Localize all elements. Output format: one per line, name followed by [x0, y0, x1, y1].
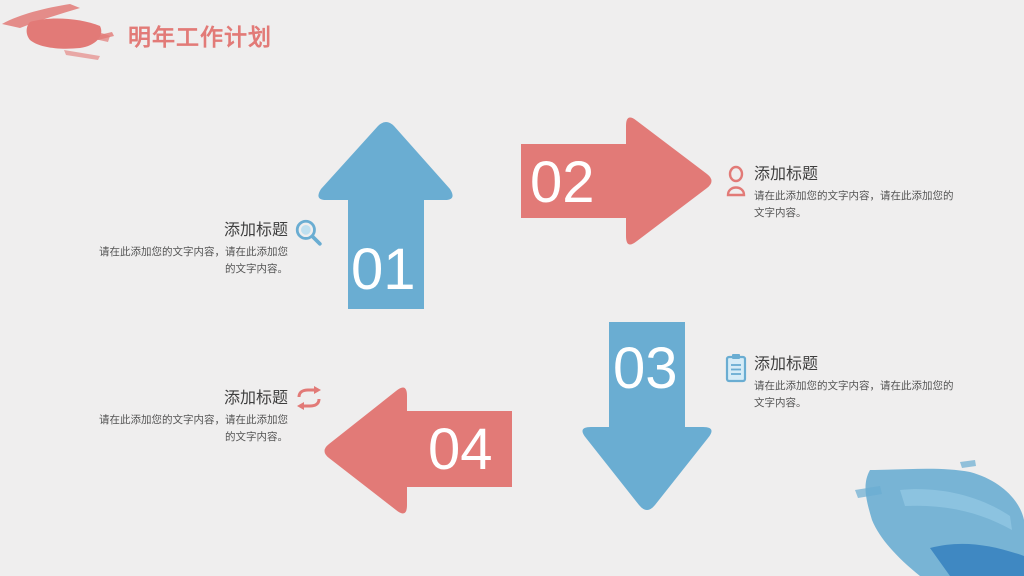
brush-stroke-bottom-right	[855, 460, 1024, 576]
step-number-03: 03	[613, 336, 678, 401]
brush-stroke-top-left	[2, 4, 114, 60]
arrow-01-up	[318, 122, 453, 309]
user-icon	[726, 165, 746, 197]
step-body-04: 请在此添加您的文字内容，请在此添加您的文字内容。	[99, 414, 288, 443]
search-icon	[295, 219, 322, 246]
clipboard-icon	[725, 354, 747, 383]
arrow-02-right	[521, 117, 712, 245]
step-heading-01: 添加标题	[223, 220, 288, 239]
step-block-03: 添加标题 请在此添加您的文字内容，请在此添加您的文字内容。	[754, 354, 954, 412]
step-body-01: 请在此添加您的文字内容，请在此添加您的文字内容。	[99, 246, 288, 275]
step-number-02: 02	[530, 150, 595, 215]
arrow-03-down	[582, 322, 712, 510]
step-block-01: 添加标题 请在此添加您的文字内容，请在此添加您的文字内容。	[88, 220, 288, 278]
step-number-04: 04	[428, 417, 493, 482]
step-heading-04: 添加标题	[223, 388, 288, 407]
step-heading-03: 添加标题	[754, 354, 819, 373]
arrow-04-left	[324, 387, 512, 514]
step-block-02: 添加标题 请在此添加您的文字内容，请在此添加您的文字内容。	[754, 164, 954, 222]
step-number-01: 01	[351, 237, 416, 302]
page-title: 明年工作计划	[128, 25, 272, 51]
step-heading-02: 添加标题	[754, 164, 819, 183]
refresh-icon	[297, 386, 321, 410]
step-body-03: 请在此添加您的文字内容，请在此添加您的文字内容。	[754, 380, 954, 409]
step-block-04: 添加标题 请在此添加您的文字内容，请在此添加您的文字内容。	[88, 388, 288, 446]
step-body-02: 请在此添加您的文字内容，请在此添加您的文字内容。	[754, 190, 954, 219]
